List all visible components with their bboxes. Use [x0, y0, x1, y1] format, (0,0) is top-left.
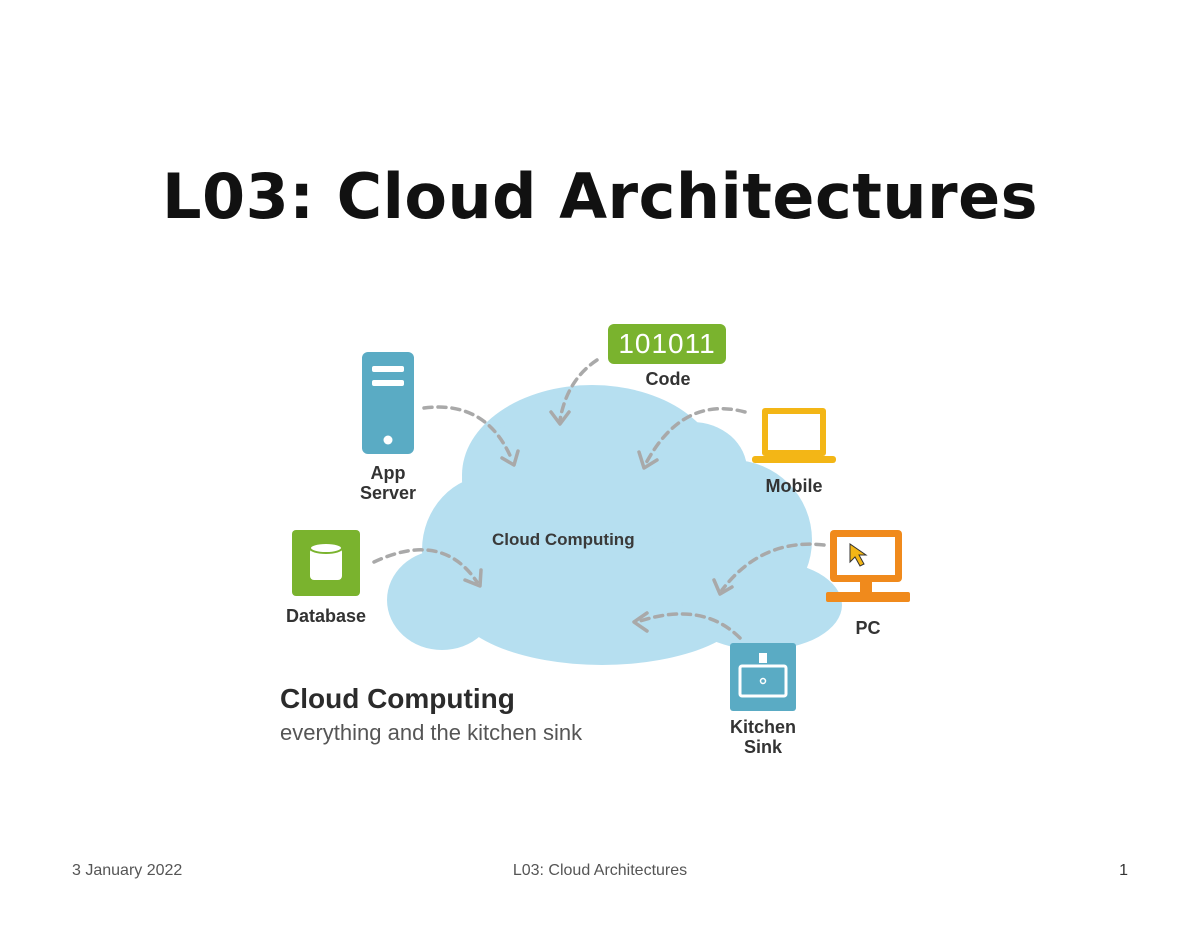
app-server-label-line1: App	[370, 463, 406, 483]
footer-title: L03: Cloud Architectures	[512, 862, 688, 879]
kitchen-sink-label-line1: Kitchen	[729, 717, 796, 737]
database-icon	[292, 530, 360, 596]
footer-date: 3 January 2022	[72, 862, 183, 879]
pc-icon	[826, 530, 910, 602]
arrow-app-server	[422, 405, 514, 462]
caption-title: Cloud Computing	[280, 683, 515, 714]
caption-subtitle: everything and the kitchen sink	[280, 720, 583, 745]
mobile-label: Mobile	[765, 476, 823, 496]
kitchen-sink-label: Kitchen Sink	[718, 717, 808, 757]
code-label: Code	[645, 369, 691, 389]
cloud-shape	[387, 385, 842, 665]
arrow-database	[372, 548, 479, 584]
diagram-graphics	[292, 352, 910, 711]
arrow-code	[558, 358, 599, 422]
server-icon	[362, 352, 414, 454]
kitchen-sink-label-line2: Sink	[743, 737, 782, 757]
app-server-label: App Server	[350, 463, 426, 503]
flow-arrows	[372, 358, 826, 640]
app-server-label-line2: Server	[359, 483, 417, 503]
sink-icon	[730, 643, 796, 711]
cursor-icon	[849, 543, 868, 567]
cloud-label: Cloud Computing	[492, 530, 635, 549]
arrow-mobile	[643, 407, 747, 467]
pc-label: PC	[855, 618, 881, 638]
database-label: Database	[285, 606, 367, 626]
arrow-heads	[463, 410, 734, 633]
arrow-pc	[720, 542, 826, 592]
cloud-diagram: 101011 Code App Server Mobile Cloud Comp…	[262, 300, 942, 770]
laptop-icon	[752, 408, 836, 463]
slide-title: L03: Cloud Architectures	[161, 160, 1039, 233]
code-badge: 101011	[608, 324, 726, 364]
arrow-kitchen-sink	[635, 612, 742, 640]
footer-page-number: 1	[1119, 862, 1128, 879]
